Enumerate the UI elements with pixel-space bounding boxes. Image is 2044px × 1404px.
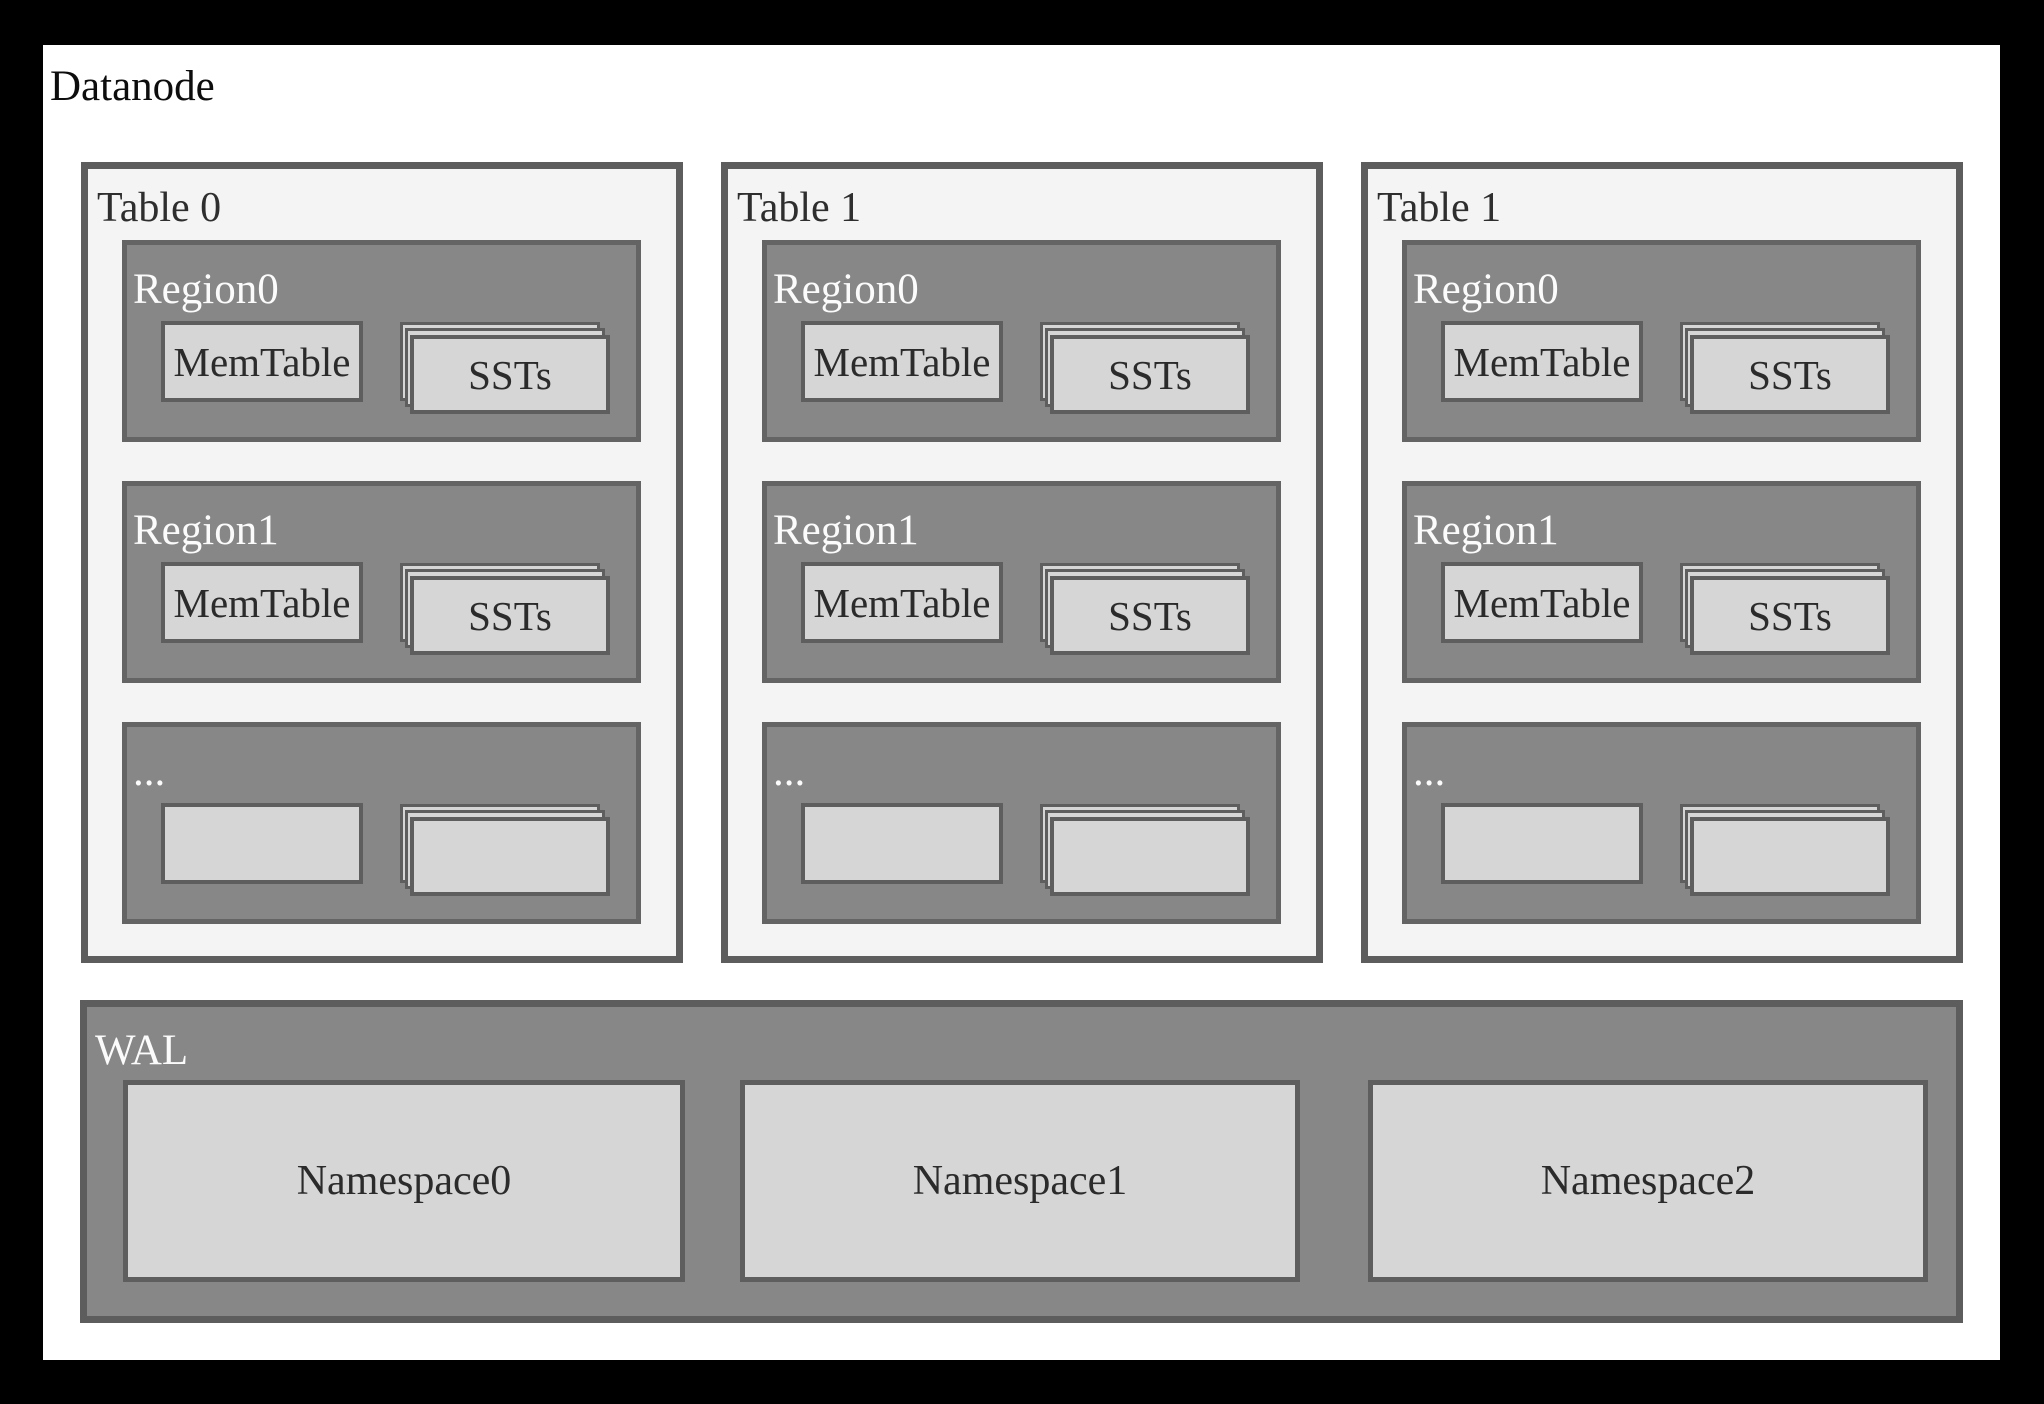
- memtable-label: MemTable: [813, 338, 991, 385]
- ssts-label: SSTs: [1748, 592, 1832, 639]
- region-label: ...: [1413, 748, 1446, 795]
- memtable-box: MemTable: [801, 562, 1003, 643]
- memtable-box-empty: [801, 803, 1003, 884]
- ssts-label: SSTs: [1748, 351, 1832, 398]
- memtable-box: MemTable: [1441, 562, 1643, 643]
- table-label: Table 0: [97, 185, 222, 231]
- region-box-ellipsis: ...: [122, 722, 641, 924]
- sst-card-front: [1690, 817, 1890, 896]
- ssts-label: SSTs: [1108, 592, 1192, 639]
- memtable-box: MemTable: [801, 321, 1003, 402]
- region-box: Region1 MemTable SSTs: [122, 481, 641, 683]
- namespace-label: Namespace0: [296, 1158, 512, 1204]
- region-label: Region1: [1413, 507, 1559, 554]
- sst-card-front: [1050, 817, 1250, 896]
- region-box: Region0 MemTable SSTs: [762, 240, 1281, 442]
- ssts-stack: [1680, 804, 1890, 896]
- region-box: Region0 MemTable SSTs: [1402, 240, 1921, 442]
- ssts-label: SSTs: [1108, 351, 1192, 398]
- memtable-label: MemTable: [173, 338, 351, 385]
- region-box-ellipsis: ...: [762, 722, 1281, 924]
- ssts-stack: SSTs: [1040, 563, 1250, 655]
- memtable-box-empty: [1441, 803, 1643, 884]
- memtable-label: MemTable: [173, 579, 351, 626]
- namespace-box-1: Namespace1: [740, 1080, 1300, 1282]
- memtable-box: MemTable: [161, 321, 363, 402]
- sst-card-front: SSTs: [1050, 576, 1250, 655]
- region-label: Region1: [133, 507, 279, 554]
- datanode-title: Datanode: [50, 63, 215, 110]
- sst-card-front: SSTs: [410, 576, 610, 655]
- table-box-0: Table 0 Region0 MemTable SSTs Region1 Me: [81, 162, 683, 963]
- namespace-label: Namespace2: [1540, 1158, 1756, 1204]
- memtable-box-empty: [161, 803, 363, 884]
- region-label: Region0: [773, 266, 919, 313]
- table-label: Table 1: [737, 185, 862, 231]
- memtable-box: MemTable: [161, 562, 363, 643]
- sst-card-front: SSTs: [1690, 335, 1890, 414]
- ssts-label: SSTs: [468, 592, 552, 639]
- ssts-stack: SSTs: [1040, 322, 1250, 414]
- wal-box: WAL Namespace0 Namespace1 Namespace2: [80, 1000, 1963, 1323]
- namespace-box-0: Namespace0: [123, 1080, 685, 1282]
- sst-card-front: SSTs: [1690, 576, 1890, 655]
- memtable-label: MemTable: [813, 579, 991, 626]
- region-box: Region1 MemTable SSTs: [1402, 481, 1921, 683]
- ssts-stack: [400, 804, 610, 896]
- namespace-label: Namespace1: [912, 1158, 1128, 1204]
- region-box-ellipsis: ...: [1402, 722, 1921, 924]
- table-box-1: Table 1 Region0 MemTable SSTs Region1 Me: [721, 162, 1323, 963]
- region-label: Region1: [773, 507, 919, 554]
- memtable-label: MemTable: [1453, 338, 1631, 385]
- table-box-2: Table 1 Region0 MemTable SSTs Region1 Me: [1361, 162, 1963, 963]
- sst-card-front: SSTs: [1050, 335, 1250, 414]
- ssts-label: SSTs: [468, 351, 552, 398]
- region-label: ...: [133, 748, 166, 795]
- region-box: Region0 MemTable SSTs: [122, 240, 641, 442]
- region-label: Region0: [1413, 266, 1559, 313]
- ssts-stack: SSTs: [400, 563, 610, 655]
- wal-label: WAL: [95, 1027, 189, 1074]
- region-box: Region1 MemTable SSTs: [762, 481, 1281, 683]
- memtable-label: MemTable: [1453, 579, 1631, 626]
- memtable-box: MemTable: [1441, 321, 1643, 402]
- region-label: Region0: [133, 266, 279, 313]
- sst-card-front: [410, 817, 610, 896]
- ssts-stack: SSTs: [1680, 322, 1890, 414]
- namespace-box-2: Namespace2: [1368, 1080, 1928, 1282]
- ssts-stack: [1040, 804, 1250, 896]
- region-label: ...: [773, 748, 806, 795]
- sst-card-front: SSTs: [410, 335, 610, 414]
- ssts-stack: SSTs: [400, 322, 610, 414]
- table-label: Table 1: [1377, 185, 1502, 231]
- datanode-panel: Datanode Table 0 Region0 MemTable SSTs R…: [43, 45, 2000, 1360]
- ssts-stack: SSTs: [1680, 563, 1890, 655]
